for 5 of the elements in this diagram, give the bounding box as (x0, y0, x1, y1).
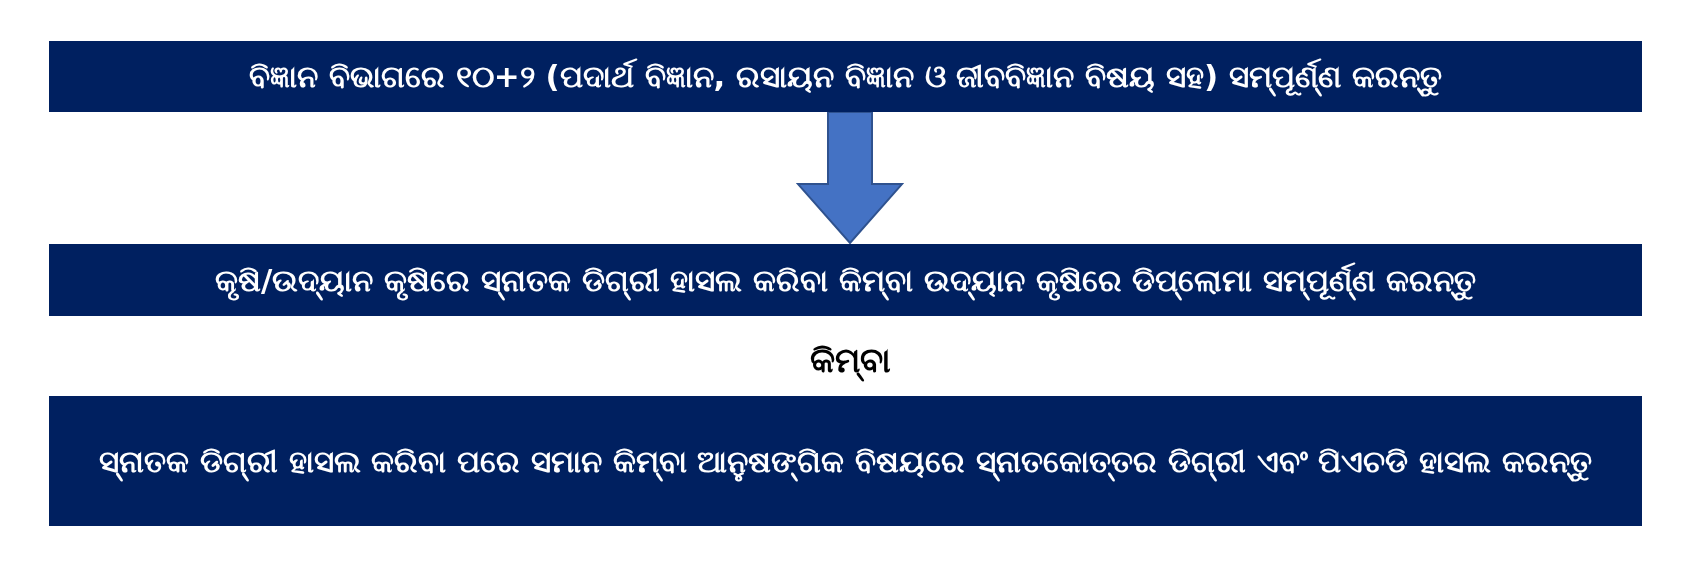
connector-word: କିମ୍ବା (809, 339, 891, 381)
step-box: କୃଷି/ଉଦ୍ୟାନ କୃଷିରେ ସ୍ନାତକ ଡିଗ୍ରୀ ହାସଲ କରିବା କିମ୍ବା ଉଦ୍ୟାନ କୃଷିରେ ଡିପ୍ଲୋମା ସମ୍ପୂର୍ଣ୍ଣ କରନ୍ତୁ (49, 244, 1642, 316)
step-box: ସ୍ନାତକ ଡିଗ୍ରୀ ହାସଲ କରିବା ପରେ ସମାନ କିମ୍ବା ଆନୁଷଙ୍ଗିକ ବିଷୟରେ ସ୍ନାତକୋତ୍ତର ଡିଗ୍ରୀ ଏବଂ ପିଏଚଡି ହାସଲ କରନ୍ତୁ (49, 396, 1642, 526)
step-box: ବିଜ୍ଞାନ ବିଭାଗରେ ୧୦+୨ (ପଦାର୍ଥ ବିଜ୍ଞାନ, ରସାୟନ ବିଜ୍ଞାନ ଓ ଜୀବବିଜ୍ଞାନ ବିଷୟ ସହ) ସମ୍ପୂର୍ଣ୍ଣ କରନ୍ତୁ (49, 41, 1642, 112)
block-arrow (795, 111, 905, 245)
